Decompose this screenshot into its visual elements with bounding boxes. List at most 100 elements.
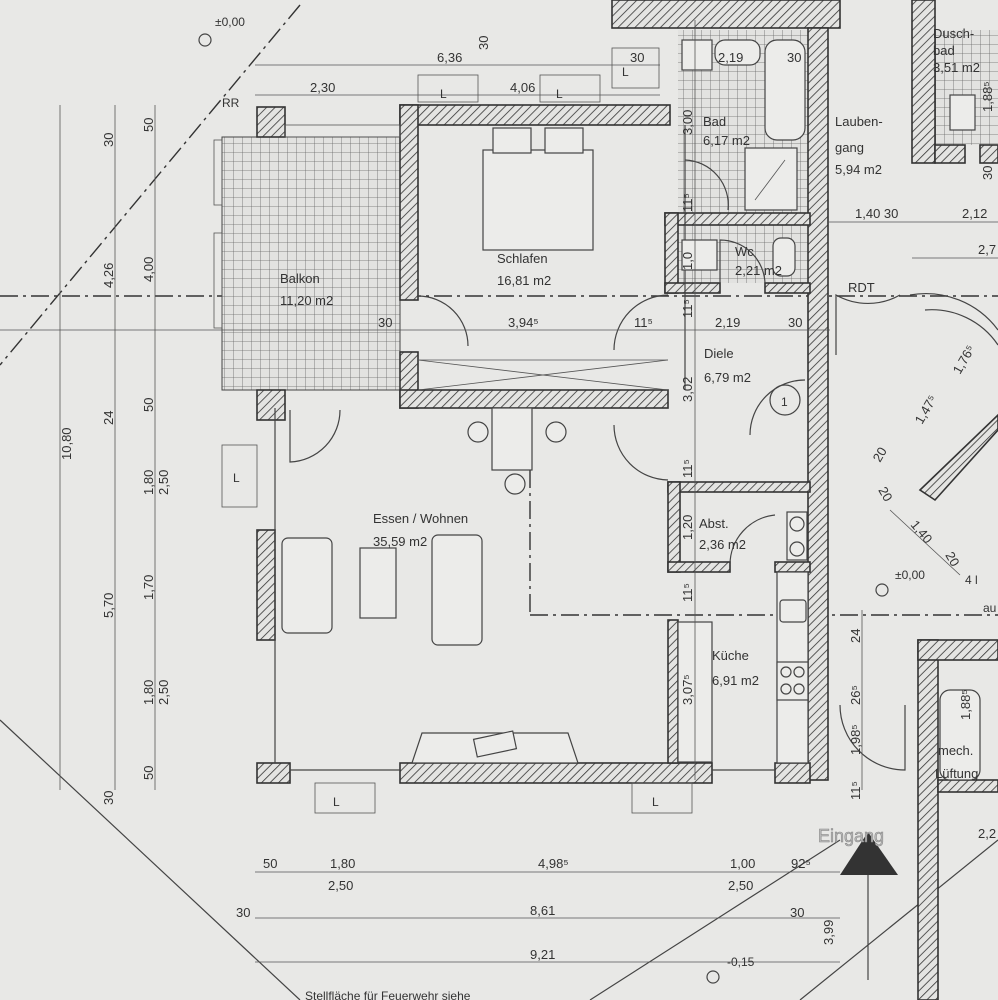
dim: 3,02 <box>680 377 695 402</box>
note-feuerwehr: Stellfläche für Feuerwehr siehe <box>305 989 471 1000</box>
room-area: 35,59 m2 <box>373 534 427 549</box>
dining-table <box>491 407 533 471</box>
dim: 2,30 <box>310 80 335 95</box>
stair-label: 4 l <box>965 573 978 587</box>
room-area: 2,36 m2 <box>699 537 746 552</box>
dim: 26⁵ <box>848 685 863 705</box>
stove <box>776 661 809 701</box>
dim: 2,12 <box>962 206 987 221</box>
sofa-right <box>431 534 483 646</box>
room-area: 5,94 m2 <box>835 162 882 177</box>
dim: 6,36 <box>437 50 462 65</box>
dim: 10,80 <box>59 427 74 460</box>
stair-label-2: au <box>983 601 996 615</box>
room-balkon: Balkon <box>280 271 320 286</box>
sofa-left <box>281 537 333 634</box>
dim: 1,80 <box>330 856 355 871</box>
dim: 4,98⁵ <box>538 856 569 871</box>
dim: 1,40 <box>908 517 936 546</box>
dim: 8,61 <box>530 903 555 918</box>
dim: 3,07⁵ <box>680 674 695 705</box>
room-area: 6,17 m2 <box>703 133 750 148</box>
dim: 20 <box>870 444 890 464</box>
room-area: 16,81 m2 <box>497 273 551 288</box>
axis-lines <box>0 4 998 1000</box>
dim: 30 <box>378 315 392 330</box>
dim: 30 <box>476 36 491 50</box>
dim: 4,26 <box>101 263 116 288</box>
label-rr: RR <box>222 96 240 110</box>
louvre-label: L <box>233 471 240 485</box>
dim: 11⁵ <box>680 459 695 478</box>
bathtub <box>764 39 806 141</box>
dim: 1,47⁵ <box>912 392 940 426</box>
dimension-labels: 6,36 2,30 4,06 30 2,19 30 30 30 3,94⁵ 11… <box>59 36 996 962</box>
bed <box>482 149 594 251</box>
toilet <box>681 239 718 271</box>
dim: 30 <box>787 50 801 65</box>
room-labels: Balkon 11,20 m2 Schlafen 16,81 m2 Bad 6,… <box>215 15 996 1000</box>
dim: 20 <box>942 549 962 569</box>
dim: 1,70 <box>141 575 156 600</box>
dim: 9,21 <box>530 947 555 962</box>
dim: 2,50 <box>328 878 353 893</box>
dim: 50 <box>141 118 156 132</box>
dim: 3,00 <box>680 110 695 135</box>
dim: 1,0 <box>680 252 695 270</box>
room-bad: Bad <box>703 114 726 129</box>
dim: 30 <box>630 50 644 65</box>
room-wc: Wc <box>735 244 754 259</box>
room-essen-wohnen: Essen / Wohnen <box>373 511 468 526</box>
level-right: ±0,00 <box>895 568 925 582</box>
level-marker-icon <box>706 970 720 984</box>
dim: 24 <box>848 629 863 643</box>
dim: 4,06 <box>510 80 535 95</box>
louvre-label: L <box>556 87 563 101</box>
dim: 11⁵ <box>680 299 695 318</box>
dim: 11⁵ <box>680 583 695 602</box>
level-bottom: -0,15 <box>727 955 755 969</box>
dimension-lines <box>0 20 998 984</box>
dim: 1,88⁵ <box>980 81 995 112</box>
dim: 30 <box>980 166 995 180</box>
furniture <box>281 39 981 781</box>
coffee-table <box>359 547 397 619</box>
louvre-markers: L L L L L L <box>221 47 693 814</box>
door-number-circle <box>769 384 801 416</box>
room-abst: Abst. <box>699 516 729 531</box>
dim: 1,98⁵ <box>848 724 863 755</box>
room-area: 3,51 m2 <box>933 60 980 75</box>
dim: 30 <box>101 791 116 805</box>
dim: 1,88⁵ <box>958 689 973 720</box>
room-diele: Diele <box>704 346 734 361</box>
dim: 11⁵ <box>634 315 653 330</box>
washbasin-wc <box>772 237 796 277</box>
louvre-label: L <box>333 795 340 809</box>
label-rdt: RDT <box>848 280 875 295</box>
dim: 30 <box>790 905 804 920</box>
balcony-floor <box>221 136 401 391</box>
dim: 3,99 <box>821 920 836 945</box>
dim: 50 <box>141 398 156 412</box>
dim: 1,76⁵ <box>950 342 978 376</box>
room-name-line2: gang <box>835 140 864 155</box>
dim: 92⁵ <box>791 856 811 871</box>
room-duschbad: Dusch- <box>933 26 974 41</box>
level-marker-icon <box>875 583 889 597</box>
sink <box>779 599 807 623</box>
dim: 2,19 <box>715 315 740 330</box>
room-name-line2: Lüftung <box>935 766 978 781</box>
label-eingang: Eingang <box>818 826 884 846</box>
room-area: 6,79 m2 <box>704 370 751 385</box>
dim: 11⁵ <box>848 781 863 800</box>
room-name-line2: bad <box>933 43 955 58</box>
dim: 11⁵ <box>680 193 695 212</box>
dim: 2,2 <box>978 826 996 841</box>
door-number: 1 <box>781 395 788 409</box>
dim: 5,70 <box>101 593 116 618</box>
walls <box>256 0 998 1000</box>
room-mech-lueftung: mech. <box>938 743 973 758</box>
entrance-arrow-icon <box>840 832 898 875</box>
